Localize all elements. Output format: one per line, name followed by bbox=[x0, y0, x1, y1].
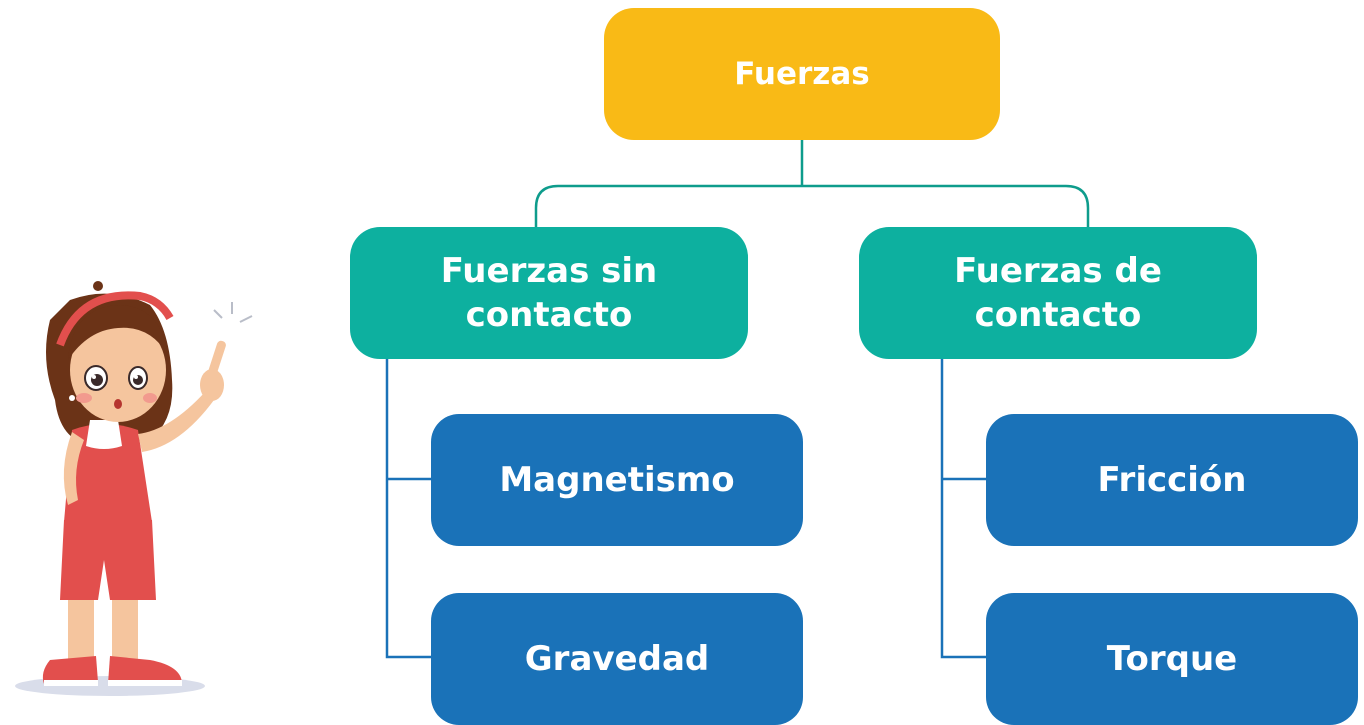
category-node-contact: Fuerzas de contacto bbox=[859, 227, 1257, 359]
girl-pointing-up-icon bbox=[15, 281, 253, 696]
root-label: Fuerzas bbox=[734, 55, 870, 92]
leaf-node-magnetismo: Magnetismo bbox=[431, 414, 803, 546]
category-label: Fuerzas sin contacto bbox=[440, 250, 658, 335]
category-label: Fuerzas de contacto bbox=[954, 250, 1162, 335]
category-node-no-contact: Fuerzas sin contacto bbox=[350, 227, 748, 359]
leaf-label: Gravedad bbox=[524, 638, 710, 679]
leaf-node-gravedad: Gravedad bbox=[431, 593, 803, 725]
right-tree-connector bbox=[940, 359, 986, 659]
leaf-node-torque: Torque bbox=[986, 593, 1358, 725]
leaf-node-friccion: Fricción bbox=[986, 414, 1358, 546]
branch-connector bbox=[534, 184, 1090, 227]
leaf-label: Fricción bbox=[1097, 459, 1247, 500]
root-node: Fuerzas bbox=[604, 8, 1000, 140]
leaf-label: Magnetismo bbox=[499, 459, 735, 500]
left-tree-connector bbox=[385, 359, 431, 659]
leaf-label: Torque bbox=[1106, 638, 1238, 679]
